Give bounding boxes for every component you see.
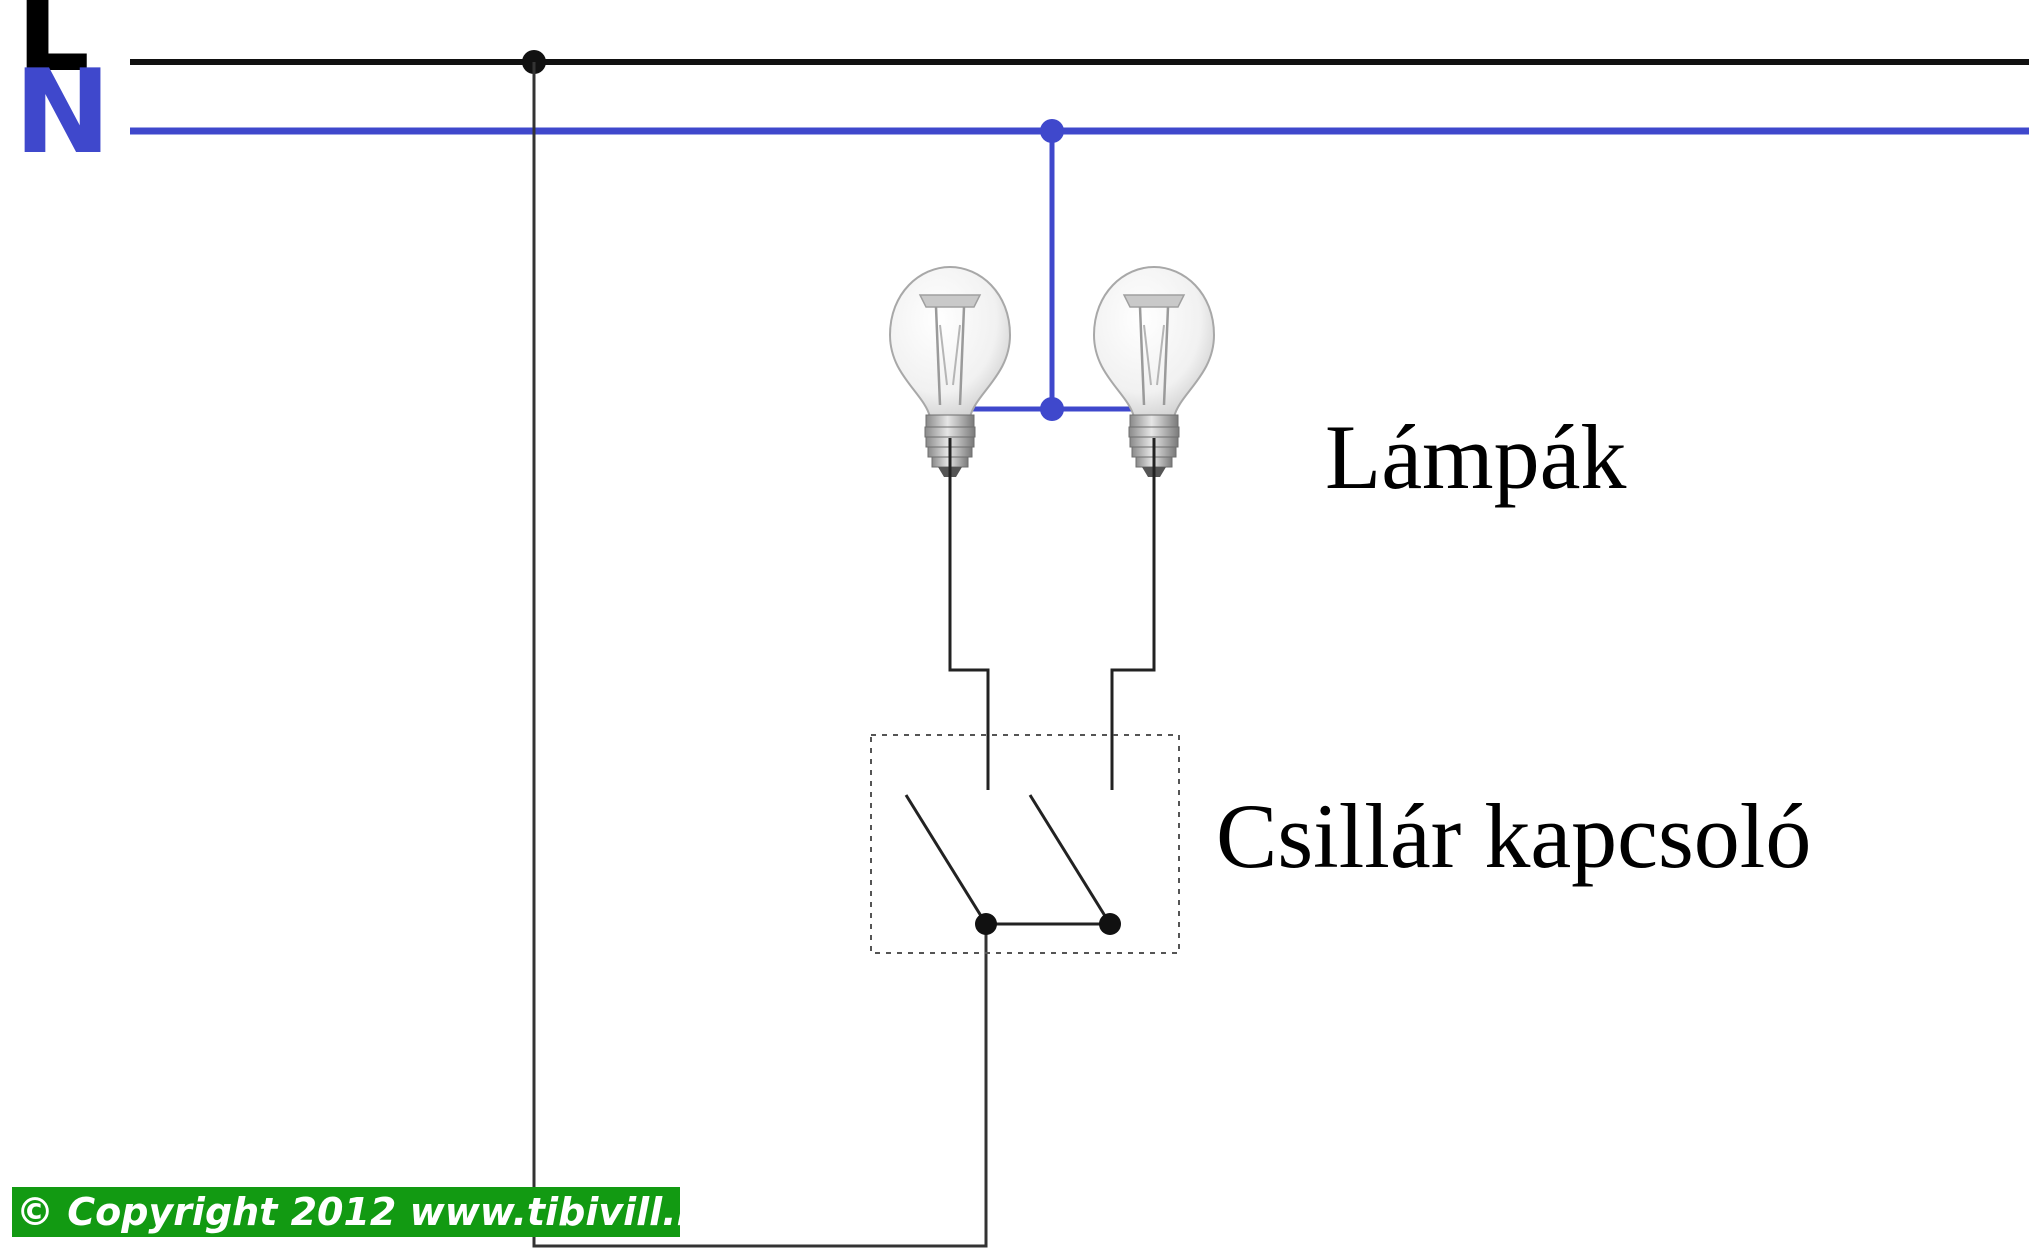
switch-label: Csillár kapcsoló [1216,785,1811,887]
switch-enclosure [870,734,1180,954]
lamps-label: Lámpák [1325,406,1626,508]
live-feed-wire [532,62,988,1248]
lamp1-switch-wire [948,438,990,790]
switch-pivot [975,913,997,935]
switch-contact-icon [1028,794,1112,925]
switch-pivot [1099,913,1121,935]
switch-contact-icon [904,794,988,925]
neutral-lamp-junction [1040,397,1064,421]
copyright-banner: © Copyright 2012 www.tibivill.hu [12,1187,680,1237]
neutral-label: N [14,45,111,180]
live-label: L [16,0,90,98]
lamp2-switch-wire [1110,438,1156,790]
